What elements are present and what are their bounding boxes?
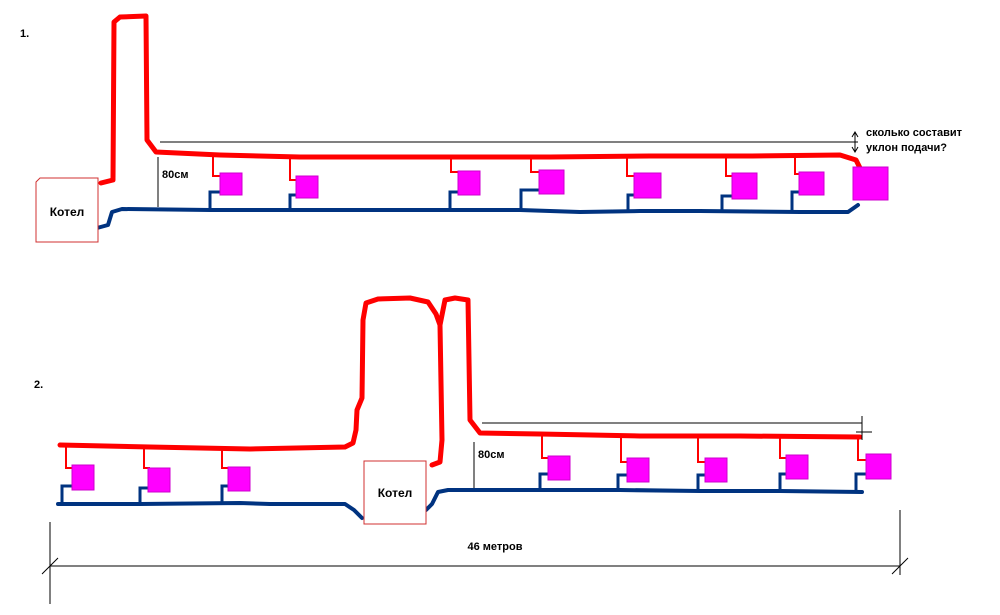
scheme-1-return-main — [95, 203, 860, 230]
scheme-2-supply-drop — [429, 322, 445, 468]
scheme-2-radiator — [547, 455, 571, 481]
scheme-2-slope-marker — [856, 416, 872, 440]
scheme-2-return-branches — [60, 472, 866, 504]
scheme-1-radiator — [457, 170, 481, 196]
scheme-1-radiator — [538, 169, 565, 195]
scheme-2: 2. — [34, 295, 909, 604]
scheme-2-radiator — [865, 453, 892, 480]
scheme-1-radiator — [731, 172, 758, 200]
scheme-2-radiator — [227, 466, 251, 492]
scheme-1-supply-riser — [98, 13, 863, 186]
scheme-2-radiator — [704, 457, 728, 483]
scheme-2-radiator — [71, 464, 95, 491]
scheme-2-length-dimension — [41, 510, 909, 604]
scheme-1-radiator — [852, 166, 889, 201]
scheme-1-height-label: 80см — [162, 169, 189, 181]
scheme-2-length-label: 46 метров — [468, 541, 523, 553]
scheme-2-radiator — [785, 454, 809, 480]
scheme-2-supply-branches — [65, 435, 866, 469]
scheme-1-radiator — [295, 175, 319, 199]
scheme-1-number: 1. — [20, 28, 29, 40]
scheme-1-supply-branches — [212, 155, 799, 181]
scheme-2-supply-pipe — [57, 295, 863, 452]
scheme-2-radiator — [626, 457, 650, 483]
scheme-1-slope-arrows — [851, 131, 859, 153]
scheme-1-return-branches — [208, 188, 799, 212]
scheme-2-boiler: Котел — [363, 460, 427, 525]
scheme-1-radiator — [219, 172, 243, 196]
scheme-1-boiler: Котел — [35, 177, 99, 243]
scheme-2-return-left — [56, 501, 364, 520]
scheme-2-number: 2. — [34, 379, 43, 391]
scheme-2-radiators — [71, 453, 892, 493]
scheme-1-radiators — [219, 166, 889, 201]
scheme-1-radiator — [633, 172, 662, 199]
scheme-2-height-label: 80см — [478, 449, 505, 461]
scheme-1-radiator — [798, 171, 825, 196]
scheme-2-radiator — [147, 467, 171, 493]
scheme-1: 1. — [20, 13, 963, 243]
scheme-2-return-right — [424, 488, 864, 512]
scheme-1-boiler-label: Котел — [50, 205, 85, 219]
scheme-1-question-line1: сколько составит — [866, 127, 963, 139]
scheme-1-question-line2: уклон подачи? — [866, 142, 947, 154]
scheme-2-boiler-label: Котел — [378, 486, 413, 500]
